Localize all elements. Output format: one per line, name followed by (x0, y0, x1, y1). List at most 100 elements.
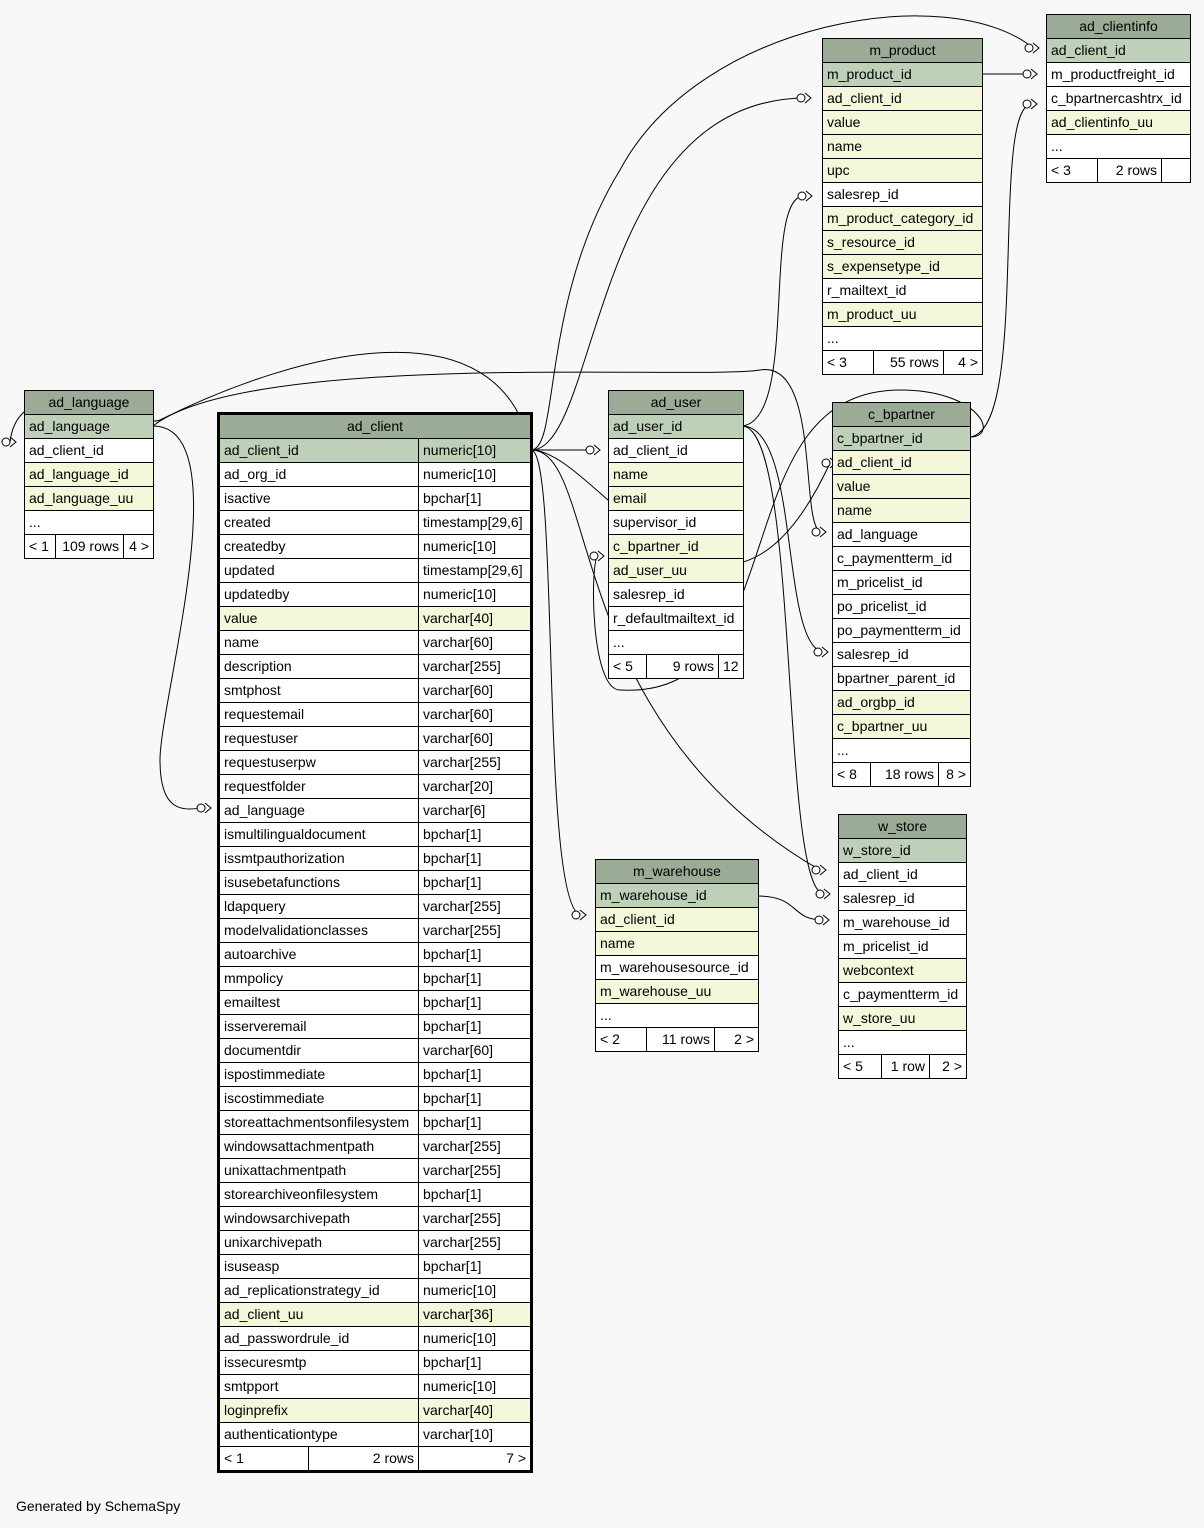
table-row[interactable]: m_product_uu (823, 302, 982, 326)
children-count[interactable]: 2 > (714, 1028, 758, 1051)
table-row[interactable]: ad_client_id (833, 450, 970, 474)
parents-count[interactable]: < 3 (827, 354, 847, 370)
parents-count[interactable]: < 3 (1051, 162, 1071, 178)
table-row[interactable]: ad_language_id (25, 462, 153, 486)
table-row[interactable]: po_pricelist_id (833, 594, 970, 618)
table-row[interactable]: m_warehouse_id (839, 910, 966, 934)
parents-count[interactable]: < 5 (843, 1058, 863, 1074)
table-header[interactable]: ad_client (220, 415, 530, 438)
parents-count[interactable]: < 1 (29, 538, 49, 554)
parents-count[interactable]: < 1 (224, 1450, 244, 1466)
table-row[interactable]: ad_client_id (839, 862, 966, 886)
table-row[interactable]: value (823, 110, 982, 134)
table-row[interactable]: ad_language (25, 414, 153, 438)
table-row[interactable]: ... (839, 1030, 966, 1054)
table-row[interactable]: ad_user_uu (609, 558, 743, 582)
table-row[interactable]: c_paymentterm_id (833, 546, 970, 570)
children-count[interactable]: 8 > (938, 763, 970, 786)
table-row[interactable]: ad_client_id (823, 86, 982, 110)
table-header[interactable]: w_store (839, 815, 966, 838)
children-count[interactable]: 7 > (418, 1447, 530, 1470)
table-row[interactable]: w_store_uu (839, 1006, 966, 1030)
table-row[interactable]: bpartner_parent_id (833, 666, 970, 690)
table-header[interactable]: ad_language (25, 391, 153, 414)
table-row[interactable]: c_bpartner_id (833, 426, 970, 450)
table-row[interactable]: ... (1047, 134, 1190, 158)
table-row[interactable]: supervisor_id (609, 510, 743, 534)
table-row[interactable]: m_warehouse_id (596, 883, 758, 907)
table-header[interactable]: m_product (823, 39, 982, 62)
table-row[interactable]: ad_client_id (596, 907, 758, 931)
table-row[interactable]: upc (823, 158, 982, 182)
table-row[interactable]: ad_client_id (1047, 38, 1190, 62)
table-row[interactable]: salesrep_id (839, 886, 966, 910)
table-row[interactable]: s_resource_id (823, 230, 982, 254)
parents-count[interactable]: < 8 (837, 766, 857, 782)
table-header[interactable]: ad_clientinfo (1047, 15, 1190, 38)
table-row[interactable]: email (609, 486, 743, 510)
table-header[interactable]: m_warehouse (596, 860, 758, 883)
table-row[interactable]: ad_orgbp_id (833, 690, 970, 714)
table-header[interactable]: ad_user (609, 391, 743, 414)
table-row[interactable]: name (823, 134, 982, 158)
table-row[interactable]: ad_client_id (25, 438, 153, 462)
parents-count[interactable]: < 5 (613, 658, 633, 674)
table-row[interactable]: c_bpartner_id (609, 534, 743, 558)
table-row[interactable]: m_warehouse_uu (596, 979, 758, 1003)
table-row[interactable]: m_product_id (823, 62, 982, 86)
table-row[interactable]: po_paymentterm_id (833, 618, 970, 642)
table-row[interactable]: ... (25, 510, 153, 534)
children-count[interactable]: 4 > (123, 535, 153, 558)
table-row[interactable]: c_bpartnercashtrx_id (1047, 86, 1190, 110)
table-row[interactable]: ad_language_uu (25, 486, 153, 510)
table-row[interactable]: ad_language (833, 522, 970, 546)
table-row[interactable]: salesrep_id (823, 182, 982, 206)
children-count[interactable]: 2 > (929, 1055, 966, 1078)
table-row[interactable]: r_defaultmailtext_id (609, 606, 743, 630)
table-row[interactable]: value (833, 474, 970, 498)
table-row[interactable]: ad_client_id (609, 438, 743, 462)
table-row[interactable]: r_mailtext_id (823, 278, 982, 302)
table-row[interactable]: webcontext (839, 958, 966, 982)
table-row[interactable]: ... (609, 630, 743, 654)
table-row[interactable]: ad_clientinfo_uu (1047, 110, 1190, 134)
table-row[interactable]: m_product_category_id (823, 206, 982, 230)
parents-count[interactable]: < 2 (600, 1031, 620, 1047)
